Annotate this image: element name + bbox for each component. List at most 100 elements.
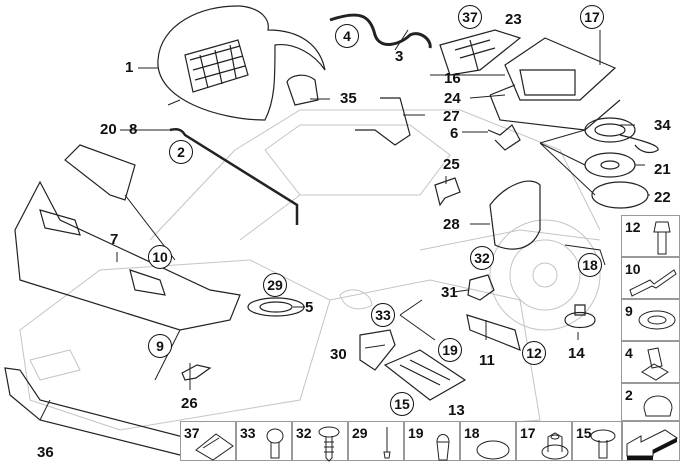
callout-circled-12: 12 <box>522 341 546 365</box>
legend-cell-29: 29 <box>348 421 404 461</box>
grommet-icon <box>638 310 676 330</box>
part-27 <box>355 97 411 146</box>
callout-3: 3 <box>395 48 404 65</box>
callout-circled-29: 29 <box>263 273 287 297</box>
callout-21: 21 <box>654 161 671 178</box>
clamp-clip-icon <box>641 347 669 381</box>
part-23-tray <box>439 29 522 76</box>
legend-label-15: 15 <box>576 425 592 441</box>
callout-circled-2: 2 <box>169 140 193 164</box>
legend-label-19: 19 <box>408 425 424 441</box>
callout-20: 20 <box>100 121 117 138</box>
callout-26: 26 <box>181 395 198 412</box>
callout-circled-32: 32 <box>470 246 494 270</box>
legend-cell-19: 19 <box>404 421 460 461</box>
callout-circled-10: 10 <box>148 245 172 269</box>
legend-label-2: 2 <box>625 387 633 403</box>
part-16-box <box>504 37 617 101</box>
callout-28: 28 <box>443 216 460 233</box>
ghost-headlight <box>29 349 81 381</box>
part-7-cowl <box>14 180 241 331</box>
callout-35: 35 <box>340 90 357 107</box>
ghost-windshield <box>149 149 301 241</box>
part-1-inset <box>157 5 326 121</box>
part-31 <box>467 274 495 301</box>
callout-5: 5 <box>305 299 314 316</box>
callout-circled-4: 4 <box>335 24 359 48</box>
part-36-trim <box>4 367 201 456</box>
callout-1: 1 <box>125 59 134 76</box>
legend-cell-15: 15 <box>572 421 622 461</box>
legend-cell-17: 17 <box>516 421 572 461</box>
part-8-seal <box>169 127 299 225</box>
clip-nut-icon <box>195 433 234 461</box>
part-13-plate <box>383 349 467 401</box>
callout-circled-33: 33 <box>371 303 395 327</box>
legend-cell-33: 33 <box>236 421 292 461</box>
legend-cell-arrow <box>622 421 680 461</box>
callout-13: 13 <box>448 402 465 419</box>
ghost-mirror <box>339 289 373 310</box>
callout-circled-17: 17 <box>580 5 604 29</box>
callout-circled-37: 37 <box>458 5 482 29</box>
flange-screw-icon <box>590 429 616 459</box>
part-34-ring <box>584 117 636 143</box>
callout-23: 23 <box>505 11 522 28</box>
expanding-rivet-icon <box>643 395 673 417</box>
ghost-side <box>419 229 601 251</box>
part-22-ring <box>591 181 649 209</box>
callout-34: 34 <box>654 117 671 134</box>
callout-7: 7 <box>110 231 119 248</box>
callout-22: 22 <box>654 189 671 206</box>
ghost-car-roof <box>234 109 601 231</box>
callout-24: 24 <box>444 90 461 107</box>
callout-circled-19: 19 <box>438 338 462 362</box>
legend-label-12: 12 <box>625 219 641 235</box>
legend-label-37: 37 <box>184 425 200 441</box>
part-35 <box>286 74 319 106</box>
callout-circled-15: 15 <box>390 392 414 416</box>
callout-circled-18: 18 <box>578 253 602 277</box>
part-6-bracket <box>487 124 521 151</box>
ghost-hood <box>19 259 331 431</box>
legend-cell-10: 10 <box>621 257 680 299</box>
legend-cell-18: 18 <box>460 421 516 461</box>
hose-connector-icon <box>629 269 677 297</box>
callout-31: 31 <box>441 284 458 301</box>
part-24-seal <box>489 84 621 131</box>
legend-label-4: 4 <box>625 345 633 361</box>
callout-6: 6 <box>450 125 459 142</box>
legend-cell-4: 4 <box>621 341 680 383</box>
part-26 <box>181 364 212 381</box>
part-25 <box>434 177 461 207</box>
legend-label-9: 9 <box>625 303 633 319</box>
ghost-sunroof <box>264 124 451 196</box>
rivet-icon <box>383 427 391 459</box>
legend-label-17: 17 <box>520 425 536 441</box>
callout-14: 14 <box>568 345 585 362</box>
callout-11: 11 <box>479 352 495 369</box>
bolt-icon <box>653 221 671 255</box>
legend-cell-32: 32 <box>292 421 348 462</box>
callout-16: 16 <box>444 70 461 87</box>
legend-label-33: 33 <box>240 425 256 441</box>
nut-icon <box>541 432 569 460</box>
screw-long-icon <box>318 426 340 462</box>
legend-cell-37: 37 <box>180 421 236 461</box>
part-3-hose <box>329 13 432 49</box>
callout-36: 36 <box>37 444 54 461</box>
callout-8: 8 <box>129 121 138 138</box>
callout-27: 27 <box>443 108 460 125</box>
part-11-strip <box>466 314 521 351</box>
legend-label-18: 18 <box>464 425 480 441</box>
part-21-ring <box>584 152 636 178</box>
legend-cell-9: 9 <box>621 299 680 341</box>
part-30 <box>359 329 396 371</box>
callout-circled-9: 9 <box>148 334 172 358</box>
callout-30: 30 <box>330 346 347 363</box>
part-1-vent <box>184 39 249 93</box>
screw-short-icon <box>266 428 284 459</box>
callout-25: 25 <box>443 156 460 173</box>
